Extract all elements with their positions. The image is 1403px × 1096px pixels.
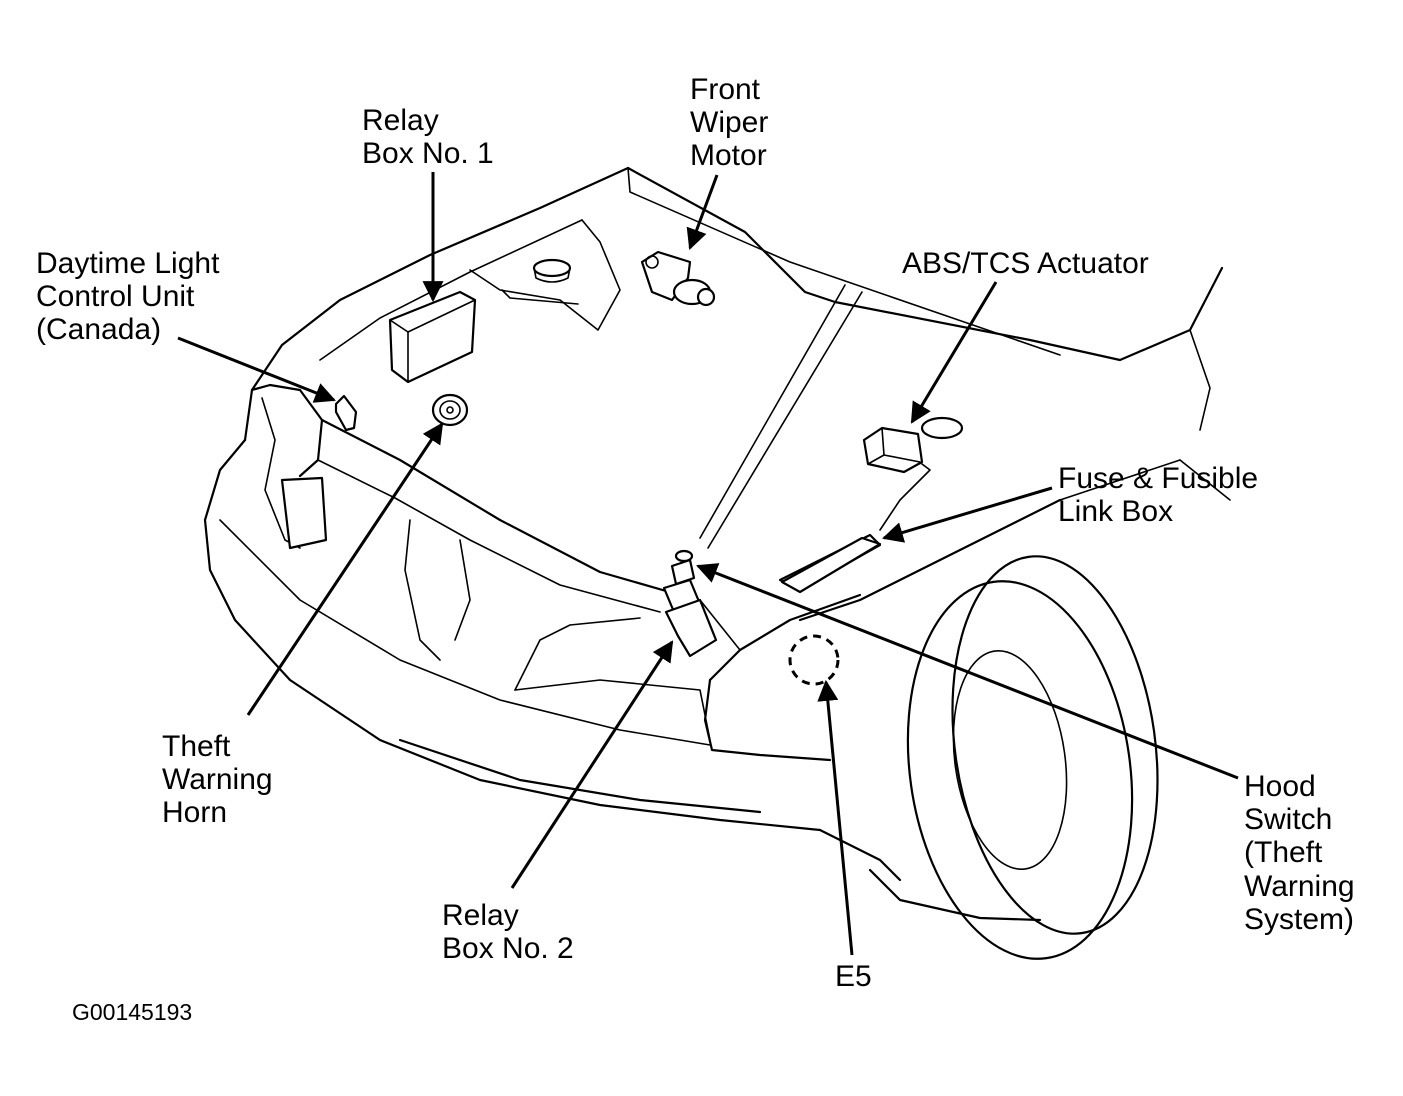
leader-relay-box-2 — [510, 640, 674, 889]
label-relay-box-1: Relay Box No. 1 — [362, 104, 494, 170]
label-theft-warning-horn: Theft Warning Horn — [162, 730, 281, 829]
label-front-wiper-motor: Front Wiper Motor — [690, 73, 777, 172]
vehicle-outline — [203, 166, 1231, 960]
callout-labels: Relay Box No. 1 Front Wiper Motor Daytim… — [36, 73, 1363, 1025]
front-wiper-motor-part — [640, 250, 716, 307]
label-daytime-light-control-unit: Daytime Light Control Unit (Canada) — [36, 247, 228, 346]
e5-location-circle — [788, 634, 840, 686]
leader-lines — [177, 172, 1239, 956]
daytime-light-control-unit-part — [334, 394, 358, 432]
label-hood-switch: Hood Switch (Theft Warning System) — [1244, 770, 1363, 936]
leader-hood-switch — [696, 563, 1239, 780]
leader-theft-horn — [246, 422, 444, 716]
leader-abs-tcs — [910, 281, 998, 424]
leader-daytime-light — [177, 336, 336, 403]
label-fuse-fusible-link-box: Fuse & Fusible Link Box — [1058, 462, 1266, 528]
label-relay-box-2: Relay Box No. 2 — [442, 899, 574, 965]
relay-box-1-part — [388, 290, 477, 384]
leader-front-wiper-motor — [686, 174, 719, 250]
label-e5: E5 — [835, 960, 872, 993]
leader-fuse-box — [881, 486, 1053, 543]
label-abs-tcs-actuator: ABS/TCS Actuator — [902, 247, 1149, 280]
reservoir-cap — [532, 258, 572, 283]
fuse-fusible-link-box-part — [780, 536, 882, 594]
figure-id: G00145193 — [72, 999, 192, 1025]
theft-warning-horn-part — [431, 393, 469, 427]
abs-tcs-actuator-part — [862, 416, 964, 474]
leader-e5 — [817, 679, 854, 956]
relay-box-2-part — [664, 598, 741, 658]
